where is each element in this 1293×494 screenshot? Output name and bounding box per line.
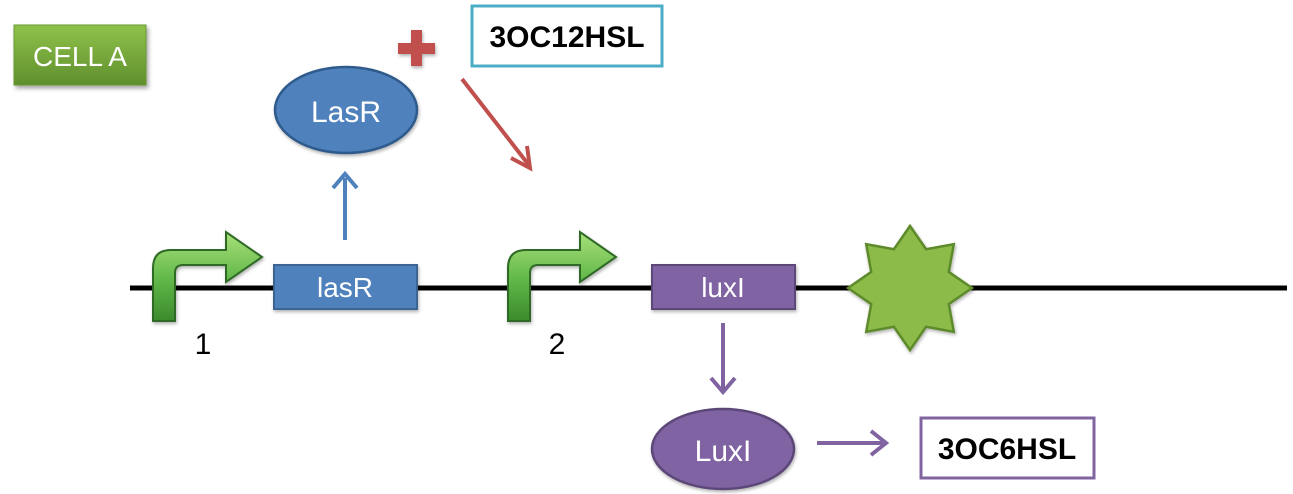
protein-luxI-label: LuxI bbox=[695, 435, 752, 468]
synthesis-arrow bbox=[817, 429, 890, 457]
input-signal-box bbox=[470, 4, 664, 68]
protein-lasR-label: LasR bbox=[311, 96, 381, 129]
promoter-1-icon bbox=[152, 230, 264, 322]
output-signal-label: 3OC6HSL bbox=[938, 433, 1076, 466]
cell-label bbox=[13, 24, 147, 86]
expression-arrow-lasR bbox=[331, 170, 359, 240]
protein-lasR bbox=[273, 65, 419, 155]
activation-arrow bbox=[460, 77, 533, 172]
gene-lasR bbox=[273, 264, 418, 310]
plus-icon bbox=[398, 30, 435, 66]
gene-luxI bbox=[651, 264, 796, 310]
promoter-2-icon bbox=[507, 230, 618, 322]
output-signal-box bbox=[919, 416, 1096, 480]
terminator-star-icon bbox=[845, 223, 975, 353]
gene-lasR-label: lasR bbox=[317, 272, 373, 303]
promoter-2-label: 2 bbox=[549, 328, 566, 361]
input-signal-label: 3OC12HSL bbox=[489, 21, 644, 54]
gene-luxI-label: luxI bbox=[701, 272, 745, 303]
protein-luxI bbox=[650, 407, 796, 491]
expression-arrow-luxI bbox=[709, 323, 737, 396]
cell-label-text: CELL A bbox=[33, 41, 127, 72]
promoter-1-label: 1 bbox=[195, 328, 212, 361]
